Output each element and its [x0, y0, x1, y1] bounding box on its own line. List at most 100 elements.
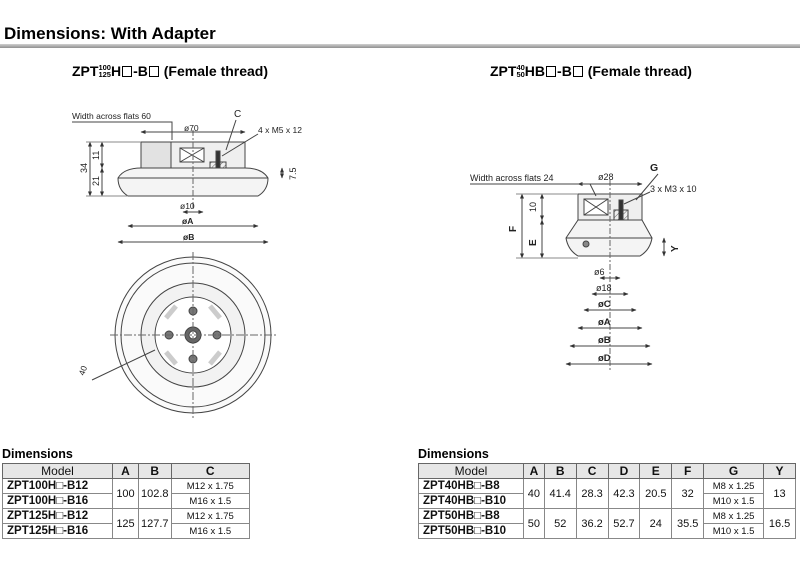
col-c: C: [575, 463, 609, 479]
right-label-width-across-flats: Width across flats 24: [470, 173, 554, 183]
placeholder-box-icon: [122, 66, 133, 77]
cell-a: 50: [523, 508, 545, 539]
cell-e: 24: [639, 508, 673, 539]
left-adapter-left-face: [140, 141, 172, 169]
left-label-h34: 34: [79, 163, 89, 173]
cell-model: ZPT40HB□-B10: [418, 493, 524, 509]
left-dimensions-table: Model A B C ZPT100H□-B12 100 102.8 M12 x…: [2, 463, 251, 539]
right-dimensions-table: Model A B C D E F G Y ZPT40HB□-B8 40 41.…: [418, 463, 796, 539]
left-heading-mid: H: [110, 63, 122, 79]
cell-b: 52: [543, 508, 577, 539]
cell-y: 16.5: [763, 508, 796, 539]
table-row: ZPT40HB□-B8 40 41.4 28.3 42.3 20.5 32 M8…: [418, 478, 796, 509]
title-rule: [0, 44, 800, 48]
left-label-phiB: øB: [183, 232, 194, 242]
left-label-phi70: ø70: [184, 123, 199, 133]
left-heading-size-2: 125: [98, 70, 111, 79]
left-heading-prefix: ZPT: [72, 63, 99, 79]
table-row: ZPT125H□-B16 M16 x 1.5: [2, 523, 251, 539]
table-row: ZPT50HB□-B8 50 52 36.2 52.7 24 35.5 M8 x…: [418, 508, 796, 539]
right-label-phiD: øD: [598, 353, 611, 364]
cell-a: 125: [112, 508, 139, 539]
left-side-view: [72, 119, 284, 244]
col-f: F: [671, 463, 705, 479]
col-b: B: [138, 463, 172, 479]
right-heading-suffix: (Female thread): [583, 63, 692, 79]
left-plan-view: [91, 252, 276, 418]
right-heading-prefix: ZPT: [490, 63, 517, 79]
left-label-h7-5: 7.5: [288, 167, 298, 180]
right-label-f: F: [508, 226, 519, 232]
cell-model: ZPT100H□-B12: [2, 478, 113, 494]
table-row: ZPT50HB□-B10 M10 x 1.5: [418, 523, 796, 539]
right-label-y: Y: [670, 245, 681, 252]
cell-b: 127.7: [138, 508, 172, 539]
table-row: ZPT40HB□-B10 M10 x 1.5: [418, 493, 796, 509]
right-heading-size-1: 40: [516, 63, 525, 72]
right-label-phiC: øC: [598, 299, 611, 310]
col-a: A: [523, 463, 545, 479]
cell-f: 32: [671, 478, 705, 509]
left-label-phi10: ø10: [180, 201, 195, 211]
left-label-c: C: [234, 109, 241, 120]
right-label-threads: 3 x M3 x 10: [650, 184, 697, 194]
cell-model: ZPT100H□-B16: [2, 493, 113, 509]
placeholder-box-icon: [572, 66, 583, 77]
col-a: A: [112, 463, 139, 479]
right-label-phi6: ø6: [594, 267, 605, 277]
cell-g: M10 x 1.5: [703, 523, 765, 539]
right-heading-size-2: 50: [516, 70, 525, 79]
cell-c: 36.2: [575, 508, 609, 539]
left-label-r40: 40: [76, 364, 89, 377]
left-table-title: Dimensions: [2, 447, 73, 461]
left-label-phiA: øA: [182, 216, 193, 226]
cell-y: 13: [763, 478, 796, 509]
left-label-width-across-flats: Width across flats 60: [72, 111, 151, 121]
cell-a: 40: [523, 478, 545, 509]
right-side-view: [470, 173, 666, 372]
left-label-threads: 4 x M5 x 12: [258, 125, 302, 135]
table-row: ZPT100H□-B12 100 102.8 M12 x 1.75: [2, 478, 251, 509]
left-heading-suffix: (Female thread): [159, 63, 269, 79]
col-model: Model: [2, 463, 113, 479]
placeholder-box-icon: [148, 66, 159, 77]
right-label-phi18: ø18: [596, 283, 612, 293]
cell-c: 28.3: [575, 478, 609, 509]
right-label-phi28: ø28: [598, 172, 614, 182]
cell-model: ZPT50HB□-B8: [418, 508, 524, 524]
right-label-phiB: øB: [598, 335, 611, 346]
col-c: C: [170, 463, 251, 479]
right-label-h10: 10: [528, 202, 538, 212]
right-label-g: G: [650, 162, 658, 174]
cell-g: M8 x 1.25: [703, 508, 765, 524]
col-b: B: [543, 463, 577, 479]
cell-f: 35.5: [671, 508, 705, 539]
cell-c: M16 x 1.5: [170, 523, 251, 539]
page-title: Dimensions: With Adapter: [4, 24, 216, 43]
cell-b: 102.8: [138, 478, 172, 509]
table-row: ZPT100H□-B16 M16 x 1.5: [2, 493, 251, 509]
left-heading-mid2: -B: [133, 63, 148, 79]
col-e: E: [639, 463, 673, 479]
cell-d: 42.3: [607, 478, 641, 509]
cell-g: M8 x 1.25: [703, 478, 765, 494]
col-d: D: [607, 463, 641, 479]
col-model: Model: [418, 463, 524, 479]
cell-model: ZPT125H□-B16: [2, 523, 113, 539]
placeholder-box-icon: [546, 66, 557, 77]
right-heading-mid: HB: [524, 63, 546, 79]
left-label-h21: 21: [91, 176, 101, 186]
left-label-h11: 11: [91, 151, 101, 160]
right-heading-mid2: -B: [557, 63, 572, 79]
table-row: ZPT125H□-B12 125 127.7 M12 x 1.75: [2, 508, 251, 539]
cell-c: M12 x 1.75: [170, 508, 251, 524]
cell-d: 52.7: [607, 508, 641, 539]
right-label-e: E: [528, 239, 539, 246]
cell-e: 20.5: [639, 478, 673, 509]
cell-b: 41.4: [543, 478, 577, 509]
